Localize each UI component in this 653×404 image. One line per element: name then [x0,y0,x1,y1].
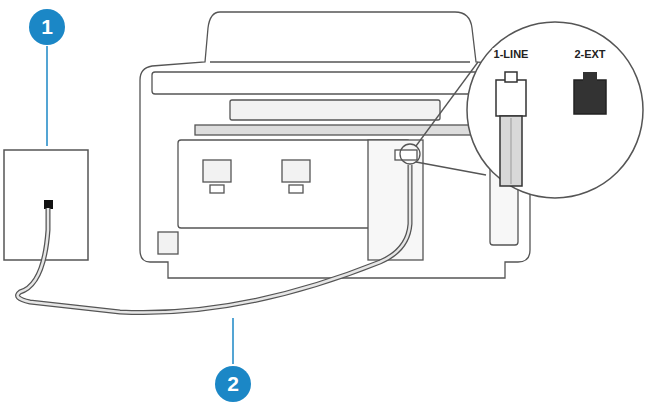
zoom-line [416,162,486,175]
phone-cord [18,165,410,313]
port-label: 2-EXT [573,48,606,60]
callout-number: 1 [29,9,65,45]
phone-cord [18,165,410,313]
callout-number: 2 [215,366,251,402]
leader-line [46,46,48,146]
leader-line [232,318,234,364]
ext-port [574,72,606,114]
jack-socket [44,200,53,209]
port-label: 1-LINE [493,48,530,60]
zoom-circle [467,22,643,198]
printer-rear [140,12,530,278]
line-port [496,72,526,186]
